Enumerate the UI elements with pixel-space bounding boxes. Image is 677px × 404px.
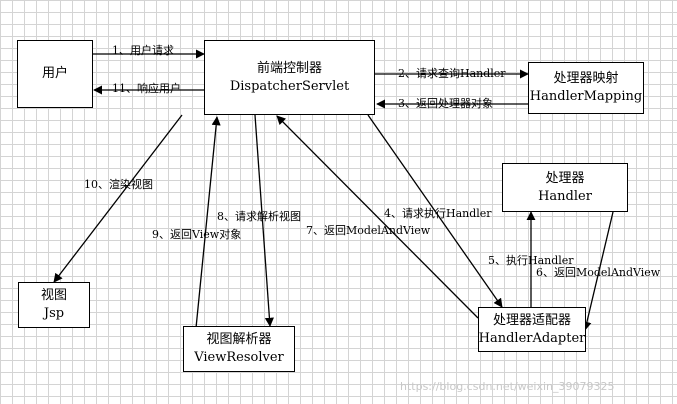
dispatcher-servlet-node: 前端控制器 DispatcherServlet	[204, 40, 375, 115]
dispatcher-label-cn: 前端控制器	[256, 60, 322, 76]
arrow-4-execute-handler	[367, 114, 503, 308]
step-2-label: 2、请求查询Handler	[398, 67, 506, 80]
handler-label-en: Handler	[538, 188, 592, 204]
step-7-label: 7、返回ModelAndView	[306, 224, 431, 237]
step-10-label: 10、渲染视图	[84, 178, 153, 191]
handler-node: 处理器 Handler	[502, 163, 628, 212]
resolver-label-cn: 视图解析器	[206, 332, 272, 347]
arrow-7-return-modelandview	[276, 115, 479, 319]
dispatcher-label-en: DispatcherServlet	[229, 78, 350, 94]
view-label-cn: 视图	[40, 288, 67, 303]
step-6-label: 6、返回ModelAndView	[536, 266, 661, 279]
step-1-label: 1、用户请求	[112, 44, 174, 57]
mapping-label-cn: 处理器映射	[553, 71, 619, 86]
resolver-label-en: ViewResolver	[194, 350, 284, 365]
step-9-label: 9、返回View对象	[152, 228, 242, 241]
step-4-label: 4、请求执行Handler	[384, 207, 492, 220]
arrow-10-render-view	[53, 114, 183, 283]
arrow-9-return-view	[195, 116, 221, 329]
user-node: 用户	[17, 40, 93, 108]
adapter-label-cn: 处理器适配器	[492, 312, 571, 328]
step-8-label: 8、请求解析视图	[217, 210, 301, 223]
mapping-label-en: HandlerMapping	[529, 89, 643, 104]
view-label-en: Jsp	[43, 306, 65, 321]
adapter-label-en: HandlerAdapter	[478, 330, 586, 346]
handler-mapping-node: 处理器映射 HandlerMapping	[528, 62, 644, 114]
user-node-label: 用户	[41, 66, 68, 81]
arrow-6-handler-return	[582, 211, 614, 331]
arrow-8-resolve-view	[254, 114, 274, 327]
handler-label-cn: 处理器	[545, 170, 585, 186]
watermark: https://blog.csdn.net/weixin_39079325	[400, 380, 615, 393]
view-jsp-node: 视图 Jsp	[18, 282, 90, 328]
step-11-label: 11、响应用户	[112, 82, 181, 95]
view-resolver-node: 视图解析器 ViewResolver	[183, 326, 295, 372]
step-5-label: 5、执行Handler	[488, 254, 574, 267]
step-3-label: 3、返回处理器对象	[398, 97, 493, 110]
handler-adapter-node: 处理器适配器 HandlerAdapter	[478, 307, 586, 352]
